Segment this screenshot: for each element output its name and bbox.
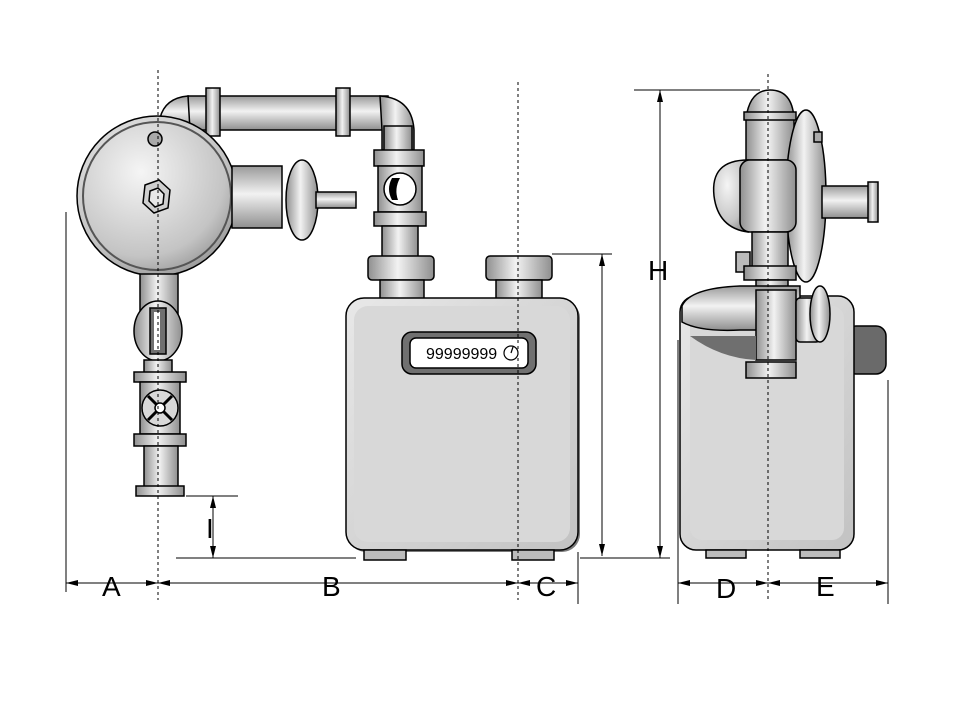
side-lever-handle xyxy=(809,285,831,343)
side-outlet-flange xyxy=(745,361,797,379)
side-top-flange xyxy=(743,111,797,121)
side-top-elbow xyxy=(745,89,795,161)
dim-body-arrow-bottom xyxy=(599,544,605,556)
inlet-union-nut xyxy=(367,255,435,281)
dim-label-i: I xyxy=(206,513,214,544)
dim-label-d: D xyxy=(716,573,736,604)
regulator-side-stub xyxy=(315,191,357,209)
dim-h-arrow-bottom xyxy=(657,546,663,558)
side-right-stub-cap xyxy=(867,181,879,223)
front-view: 99999999 xyxy=(76,87,580,561)
side-regulator-bolt xyxy=(813,131,823,143)
side-meter-foot-left xyxy=(705,549,747,559)
dim-b-arrow-right xyxy=(506,580,518,586)
side-vertical-pipe xyxy=(751,231,789,269)
outlet-union-nut xyxy=(485,255,553,281)
lower-valve-slot-inner xyxy=(154,312,160,350)
dim-body-arrow-top xyxy=(599,254,605,266)
valve-nut-top xyxy=(373,149,425,167)
pipe-flange-2 xyxy=(335,87,351,137)
counter-reading: 99999999 xyxy=(426,346,497,363)
dim-d-arrow-right xyxy=(756,580,768,586)
dim-c-arrow-right xyxy=(566,580,578,586)
dim-b-arrow-left xyxy=(158,580,170,586)
meter-foot-left xyxy=(363,549,407,561)
side-union-nut xyxy=(743,265,797,281)
valve-nut-bottom xyxy=(373,211,427,227)
center-lines xyxy=(157,70,769,600)
regulator-hex-inner xyxy=(148,187,165,208)
counter-dial-needle xyxy=(510,346,514,354)
side-right-stub xyxy=(821,185,873,219)
pipe-flange-1 xyxy=(205,87,221,137)
dimension-lines xyxy=(65,89,889,604)
dim-label-e: E xyxy=(816,571,835,602)
dim-a-arrow-right xyxy=(146,580,158,586)
side-meter-face xyxy=(690,306,844,540)
dim-c-arrow-left xyxy=(518,580,530,586)
side-outlet-shadow xyxy=(690,336,756,360)
lower-pipe-2 xyxy=(143,445,179,489)
meter-foot-right xyxy=(511,549,555,561)
dim-label-a: A xyxy=(102,571,121,602)
lower-flange-2 xyxy=(133,433,187,447)
counter-window xyxy=(409,337,529,369)
valve-lever xyxy=(389,178,400,200)
regulator-side-neck xyxy=(231,165,283,229)
dim-h-arrow-top xyxy=(657,90,663,102)
dimension-labels: A B C D E H I xyxy=(102,255,835,604)
dim-d-arrow-left xyxy=(678,580,690,586)
handwheel-hub xyxy=(154,402,166,414)
regulator-top-bolt-icon xyxy=(147,131,163,147)
dim-a-arrow-left xyxy=(66,580,78,586)
dim-i-arrow-top xyxy=(210,496,216,508)
side-outlet-stub xyxy=(755,289,797,361)
dim-label-c: C xyxy=(536,571,556,602)
lower-flange-1 xyxy=(133,371,187,383)
dim-e-arrow-right xyxy=(876,580,888,586)
dim-label-b: B xyxy=(322,571,341,602)
dim-i-arrow-bottom xyxy=(210,546,216,558)
valve-handle-icon xyxy=(383,172,417,206)
side-view xyxy=(679,89,887,559)
dim-e-arrow-left xyxy=(768,580,780,586)
lower-pipe-end-flange xyxy=(135,485,185,497)
regulator-side-cap xyxy=(285,159,319,241)
dim-label-h: H xyxy=(648,255,668,286)
regulator-rim xyxy=(82,121,232,271)
inlet-pipe xyxy=(381,225,419,259)
side-meter-foot-right xyxy=(799,549,841,559)
